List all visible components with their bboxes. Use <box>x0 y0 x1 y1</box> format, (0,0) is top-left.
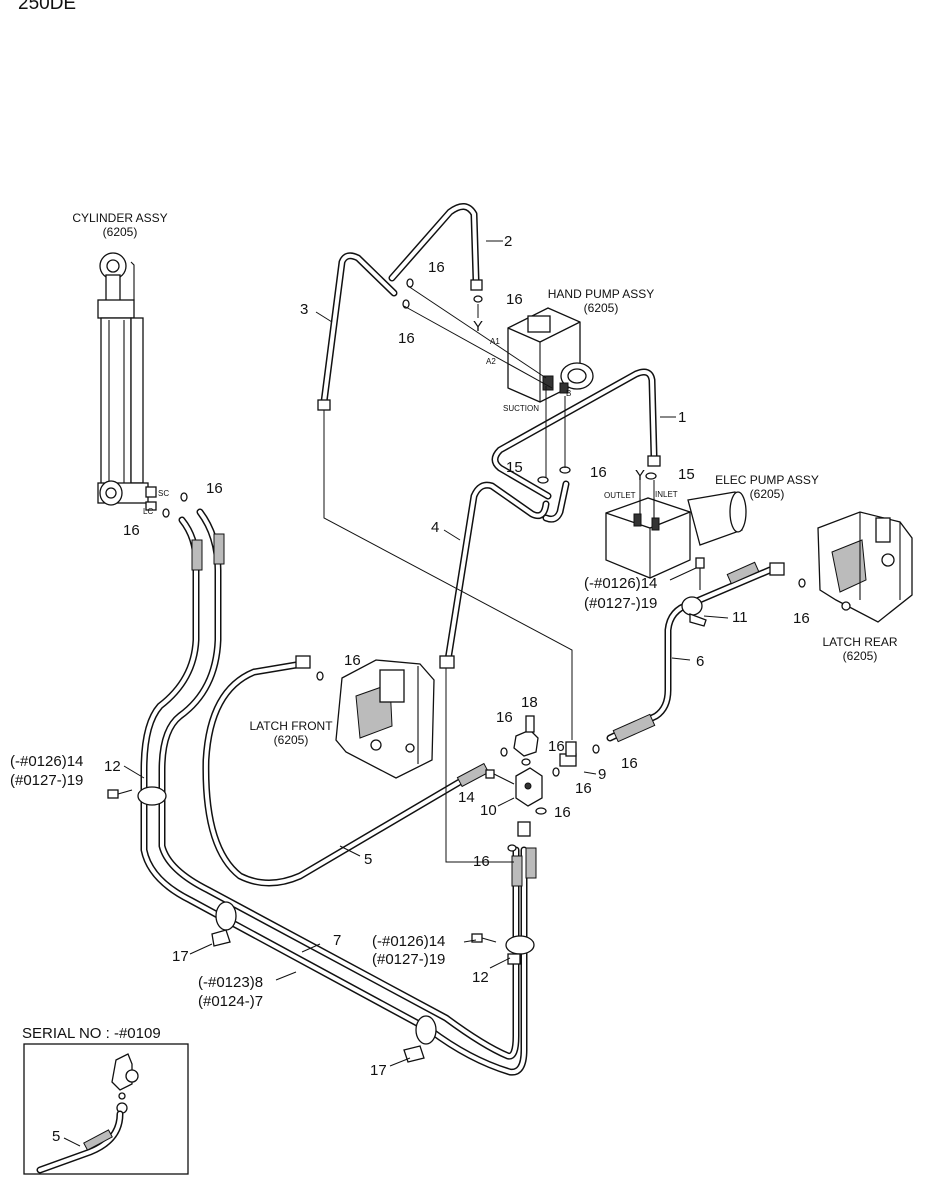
callout-18: 18 <box>521 694 538 711</box>
pipe-1 <box>491 368 661 500</box>
elec-pump-label: ELEC PUMP ASSY <box>715 473 819 487</box>
bolt-14-rear <box>695 557 705 590</box>
tee-fitting-10 <box>515 767 543 807</box>
port-a2-label: A2 <box>486 357 496 366</box>
callout-16-k: 16 <box>575 780 592 797</box>
cylinder-assy-ref: (6205) <box>103 225 138 239</box>
serial-19-rear: (#0127-)19 <box>584 595 657 612</box>
callout-6: 6 <box>696 653 704 670</box>
callout-15-right: 15 <box>678 466 695 483</box>
hand-pump-assembly <box>507 307 594 403</box>
serial-19-right: (#0127-)19 <box>372 951 445 968</box>
callout-16-m: 16 <box>554 804 571 821</box>
cylinder-assy-label: CYLINDER ASSY <box>72 211 167 225</box>
callout-16-g: 16 <box>344 652 361 669</box>
callout-16-j: 16 <box>548 738 565 755</box>
callout-1: 1 <box>678 409 686 426</box>
hand-pump-label: HAND PUMP ASSY <box>548 287 654 301</box>
port-b-label: B <box>566 389 571 398</box>
callout-11: 11 <box>732 609 748 626</box>
port-outlet-label: OUTLET <box>604 491 636 500</box>
inset-serial-label: SERIAL NO : -#0109 <box>22 1025 161 1042</box>
inset-detail <box>36 1053 139 1174</box>
elec-pump-ref: (6205) <box>750 487 785 501</box>
y-marker-hand-pump: Y <box>473 318 483 335</box>
callout-16-f: 16 <box>123 522 140 539</box>
callout-leaders <box>123 240 729 1067</box>
elec-pump-assembly <box>605 491 747 579</box>
callout-16-l: 16 <box>621 755 638 772</box>
callout-10: 10 <box>480 802 497 819</box>
pipe-7 <box>140 508 537 1076</box>
fitting-16-lower <box>517 821 531 837</box>
callout-17-lower: 17 <box>370 1062 387 1079</box>
callout-2: 2 <box>504 233 512 250</box>
pipe-4 <box>439 480 570 669</box>
serial-14-rear: (-#0126)14 <box>584 575 657 592</box>
serial-7: (#0124-)7 <box>198 993 263 1010</box>
latch-rear-assembly <box>817 511 913 623</box>
page-title: 250DE <box>18 0 76 14</box>
clamp-17-lower <box>403 1015 437 1063</box>
serial-8: (-#0123)8 <box>198 974 263 991</box>
clamp-11 <box>681 596 707 627</box>
bolt-14-tee <box>485 769 515 785</box>
callout-3: 3 <box>300 301 308 318</box>
latch-front-label: LATCH FRONT <box>249 719 333 733</box>
serial-14-left: (-#0126)14 <box>10 753 83 770</box>
inset-callout-5: 5 <box>52 1128 60 1145</box>
inset-frame <box>23 1043 189 1175</box>
callout-4: 4 <box>431 519 439 536</box>
bolt-14-left <box>107 789 133 799</box>
latch-front-ref: (6205) <box>274 733 309 747</box>
callout-5: 5 <box>364 851 372 868</box>
o-rings <box>162 278 806 852</box>
y-marker-elec-pump: Y <box>635 467 645 484</box>
port-sc-label: SC <box>158 489 169 498</box>
callout-14-tee: 14 <box>458 789 475 806</box>
serial-19-left: (#0127-)19 <box>10 772 83 789</box>
port-inlet-label: INLET <box>655 490 678 499</box>
bolt-14-right <box>471 933 497 943</box>
elbow-18 <box>513 715 539 757</box>
latch-front-assembly <box>335 659 435 779</box>
callout-16-i: 16 <box>496 709 513 726</box>
connection-lines <box>323 285 655 863</box>
elbow-9 <box>559 741 577 767</box>
port-lc-label: LC <box>143 507 153 516</box>
callout-15-left: 15 <box>506 459 523 476</box>
callout-12-left: 12 <box>104 758 121 775</box>
callout-16-e: 16 <box>206 480 223 497</box>
callout-16-a: 16 <box>428 259 445 276</box>
hose-5 <box>202 655 490 887</box>
serial-14-right: (-#0126)14 <box>372 933 445 950</box>
callout-17-upper: 17 <box>172 948 189 965</box>
clamp-12-left <box>137 786 167 806</box>
pipe-2 <box>388 203 483 291</box>
cylinder-assembly <box>97 252 157 511</box>
callout-16-d: 16 <box>590 464 607 481</box>
callout-16-h: 16 <box>793 610 810 627</box>
latch-rear-label: LATCH REAR <box>822 635 897 649</box>
callout-12-right: 12 <box>472 969 489 986</box>
callout-16-c: 16 <box>506 291 523 308</box>
latch-rear-ref: (6205) <box>843 649 878 663</box>
callout-9: 9 <box>598 766 606 783</box>
pipe-3 <box>317 252 398 411</box>
callout-7: 7 <box>333 932 341 949</box>
clamp-12-right <box>505 935 535 965</box>
port-a1-label: A1 <box>490 337 500 346</box>
clamp-17-upper <box>211 901 237 947</box>
callout-16-n: 16 <box>473 853 490 870</box>
callout-16-b: 16 <box>398 330 415 347</box>
port-suction-label: SUCTION <box>503 404 539 413</box>
hand-pump-ref: (6205) <box>584 301 619 315</box>
